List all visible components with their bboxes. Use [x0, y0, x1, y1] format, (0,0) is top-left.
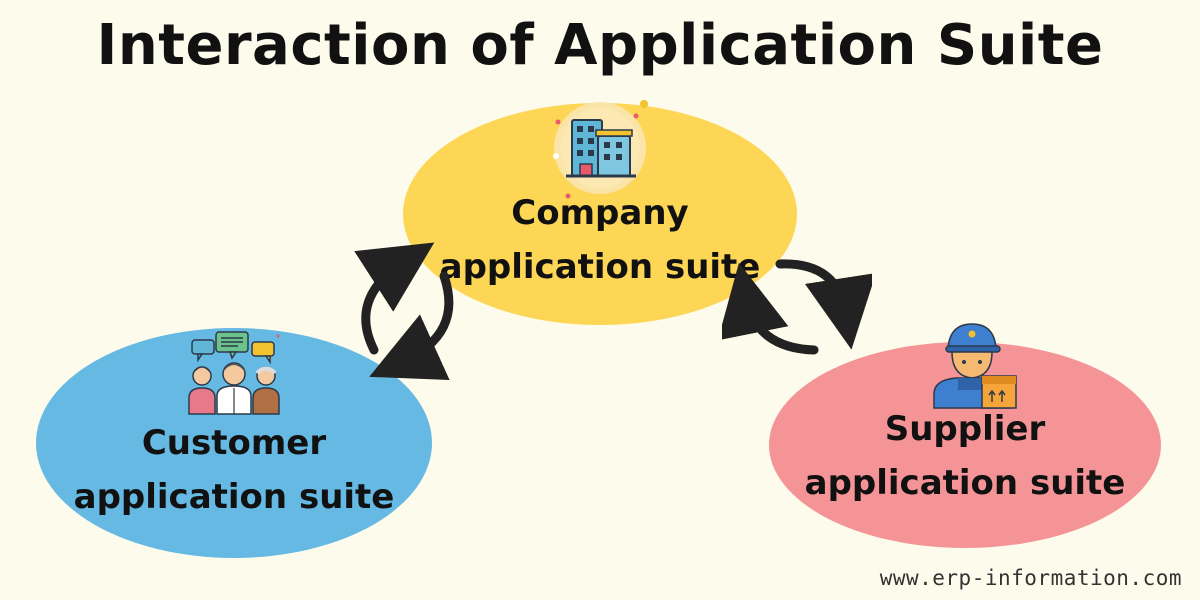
customer-label-line2: application suite: [73, 477, 395, 517]
customer-company-arrows: [354, 242, 454, 380]
supplier-label-line2: application suite: [804, 463, 1126, 503]
customer-suite-label: Customer application suite: [54, 416, 414, 524]
company-suite-label: Company application suite: [420, 186, 780, 294]
arrow-to-supplier: [775, 259, 872, 350]
company-label-line1: Company: [511, 193, 689, 233]
site-watermark: www.erp-information.com: [879, 566, 1182, 590]
delivery-worker-icon: [933, 323, 1017, 409]
arrow-to-customer: [369, 271, 454, 380]
company-supplier-arrows: [722, 259, 872, 355]
page-title: Interaction of Application Suite: [96, 13, 1104, 78]
supplier-suite-label: Supplier application suite: [785, 402, 1145, 510]
office-building-icon: [553, 100, 648, 199]
customer-group-icon: [188, 331, 280, 415]
supplier-label-line1: Supplier: [884, 409, 1046, 449]
customer-label-line1: Customer: [141, 423, 327, 463]
company-label-line2: application suite: [439, 247, 761, 287]
arrow-to-company: [354, 242, 435, 355]
arrow-to-company-from-supplier: [722, 262, 819, 355]
